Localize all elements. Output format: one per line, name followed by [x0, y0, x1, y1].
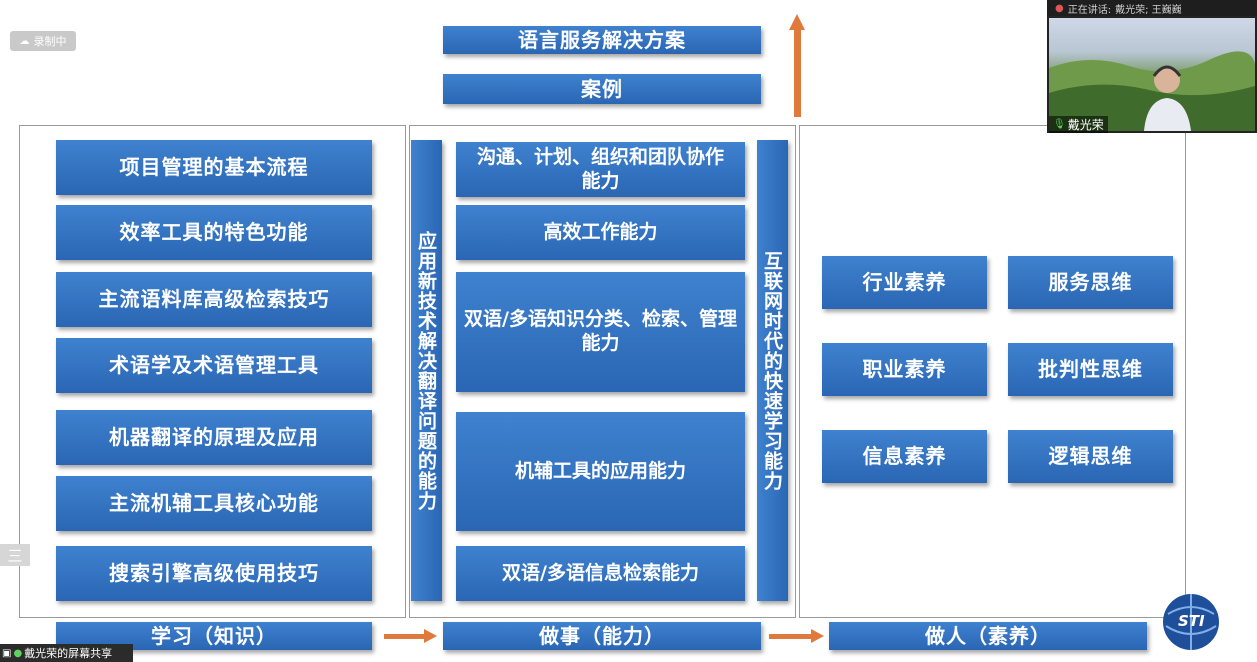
microphone-icon: ●: [13, 647, 23, 659]
speaking-indicator: ● 正在讲话: 戴光荣; 王巍巍: [1047, 0, 1257, 16]
knowledge-item: 项目管理的基本流程: [56, 140, 372, 195]
recording-badge[interactable]: ☁ 录制中: [10, 31, 76, 51]
ability-item: 双语/多语信息检索能力: [456, 546, 745, 601]
quality-item: 行业素养: [822, 256, 987, 309]
screen-share-bar[interactable]: ▣ ● 戴光荣的屏幕共享: [0, 644, 133, 662]
quality-item: 信息素养: [822, 430, 987, 483]
knowledge-item: 主流语料库高级检索技巧: [56, 272, 372, 327]
solutions-box: 语言服务解决方案: [443, 26, 761, 54]
microphone-icon: 🎙: [1053, 119, 1066, 130]
quality-item: 逻辑思维: [1008, 430, 1173, 483]
ability-item: 沟通、计划、组织和团队协作能力: [456, 142, 745, 197]
being-footer: 做人（素养）: [829, 622, 1147, 650]
logo-text: STI: [1178, 612, 1205, 630]
speaker-icon: ●: [1055, 2, 1064, 14]
quality-item: 服务思维: [1008, 256, 1173, 309]
quality-item: 职业素养: [822, 343, 987, 396]
fast-learning-ability-label: 互联网时代的快速学习能力: [757, 140, 788, 601]
cases-box: 案例: [443, 74, 761, 104]
knowledge-item: 术语学及术语管理工具: [56, 338, 372, 393]
knowledge-item: 机器翻译的原理及应用: [56, 410, 372, 465]
participant-label: 🎙 戴光荣: [1049, 116, 1108, 133]
menu-button[interactable]: 三: [0, 544, 30, 566]
quality-item: 批判性思维: [1008, 343, 1173, 396]
speaking-prefix: 正在讲话:: [1067, 4, 1112, 16]
knowledge-item: 主流机辅工具核心功能: [56, 476, 372, 531]
video-tile[interactable]: ● 正在讲话: 戴光荣; 王巍巍 🎙 戴光荣: [1047, 0, 1257, 133]
screen-icon: ▣: [2, 647, 12, 659]
knowledge-item: 搜索引擎高级使用技巧: [56, 546, 372, 601]
ability-item: 高效工作能力: [456, 205, 745, 260]
speaking-names: 戴光荣; 王巍巍: [1115, 4, 1182, 16]
screen-share-label: 戴光荣的屏幕共享: [24, 647, 113, 660]
participant-name: 戴光荣: [1067, 118, 1104, 132]
ability-item: 机辅工具的应用能力: [456, 412, 745, 531]
new-tech-ability-label: 应用新技术解决翻译问题的能力: [411, 140, 442, 601]
cloud-icon: ☁: [19, 35, 30, 47]
sti-logo: STI: [1160, 592, 1222, 652]
ability-item: 双语/多语知识分类、检索、管理能力: [456, 272, 745, 392]
recording-label: 录制中: [33, 35, 67, 48]
knowledge-item: 效率工具的特色功能: [56, 205, 372, 260]
video-feed: [1049, 18, 1255, 131]
doing-footer: 做事（能力）: [443, 622, 761, 650]
menu-icon: 三: [7, 546, 23, 565]
